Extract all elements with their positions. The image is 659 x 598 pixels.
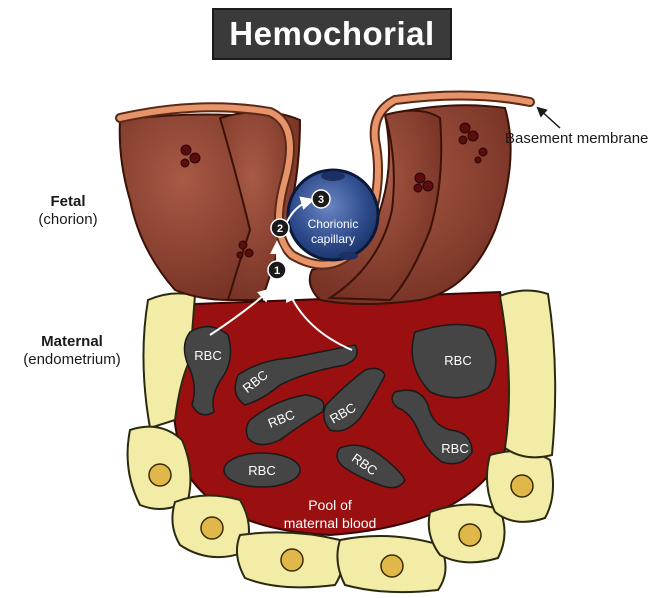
basement-membrane-pointer <box>538 108 560 128</box>
rbc-label: RBC <box>194 348 221 363</box>
basement-membrane-label: Basement membrane <box>505 130 648 147</box>
rbc-label: RBC <box>444 353 471 368</box>
nucleus <box>149 464 171 486</box>
capillary-endothelial-nucleus <box>338 252 358 260</box>
step-1-label: 1 <box>274 265 280 277</box>
capillary-endothelial-nucleus <box>321 171 345 181</box>
maternal-sublabel: (endometrium) <box>23 351 121 368</box>
pool-label-2: maternal blood <box>284 515 377 531</box>
fetal-sublabel: (chorion) <box>38 211 97 228</box>
nucleus <box>281 549 303 571</box>
pool-label-1: Pool of <box>308 497 352 513</box>
nucleus <box>201 517 223 539</box>
step-2-label: 2 <box>277 223 283 235</box>
chorionic-capillary <box>288 170 378 260</box>
nucleus <box>511 475 533 497</box>
rbc-label: RBC <box>248 463 275 478</box>
nucleus <box>459 524 481 546</box>
maternal-label: Maternal <box>41 333 103 350</box>
capillary-label-1: Chorionic <box>308 217 359 231</box>
step-3-label: 3 <box>318 194 324 206</box>
capillary-label-2: capillary <box>311 232 355 246</box>
rbc-label: RBC <box>441 441 468 456</box>
nucleus <box>381 555 403 577</box>
endometrial-cell <box>500 290 555 457</box>
fetal-label: Fetal <box>50 193 85 210</box>
